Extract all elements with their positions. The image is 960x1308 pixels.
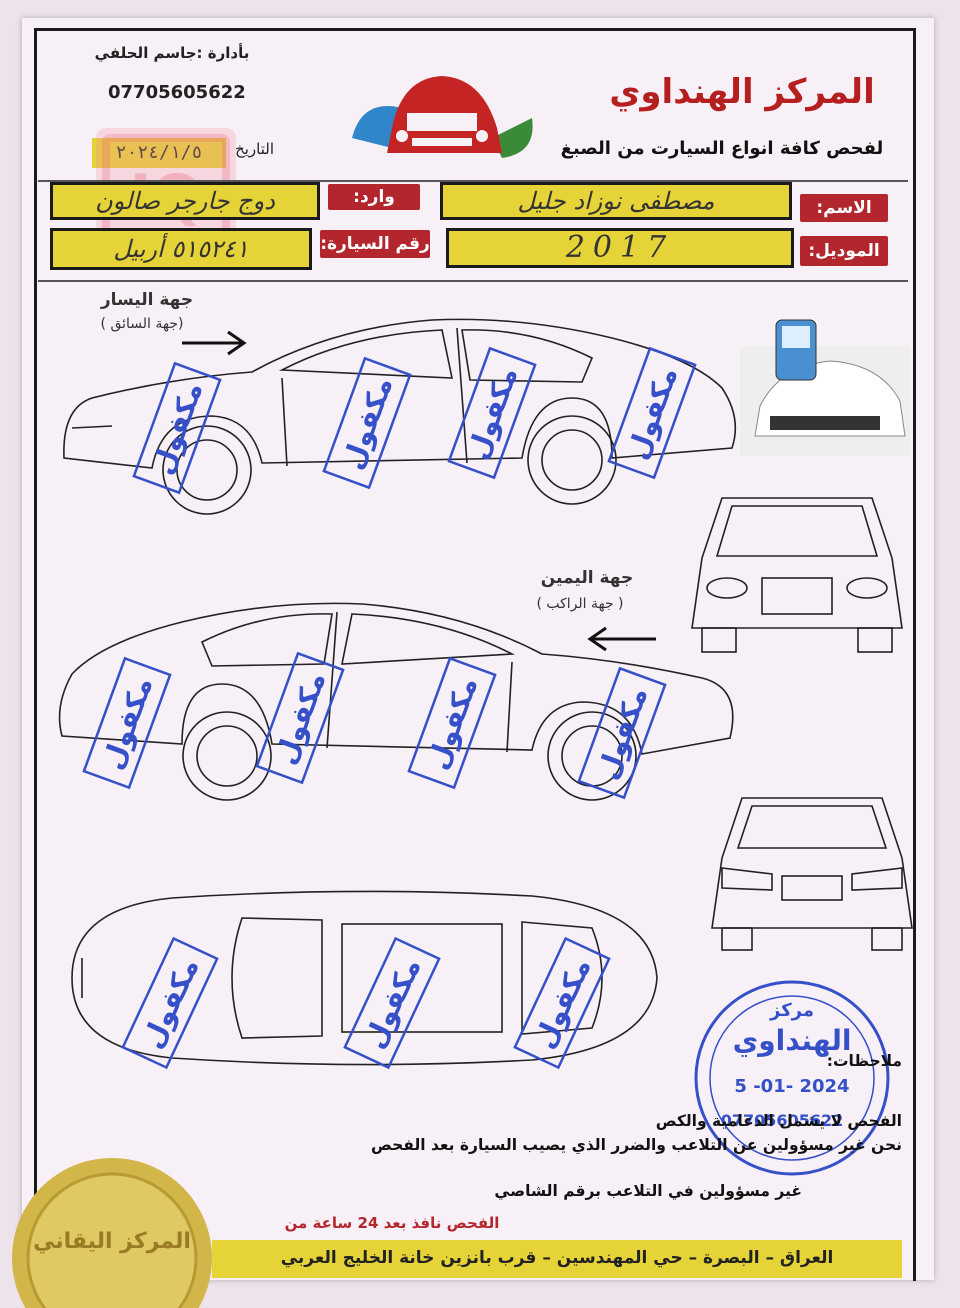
car-front-view-diagram: [691, 497, 903, 653]
source-label: وارد:: [328, 184, 420, 210]
form-border: [34, 28, 916, 1281]
left-side-title: جهة اليسار: [100, 290, 194, 310]
right-side-subtitle: ( جهة الراكب ): [536, 596, 624, 612]
fields-divider: [38, 280, 908, 282]
gold-seal-icon: المركز اليقاني: [12, 1158, 212, 1308]
address-bar: العراق – البصرة – حي المهندسين – قرب بان…: [212, 1240, 902, 1278]
center-title: المركز الهنداوي: [609, 72, 875, 112]
arrow-left-icon: [587, 626, 656, 652]
header-divider: [38, 180, 908, 182]
inspection-form: بأدارة :جاسم الحلفي 07705605622 المركز ا…: [12, 18, 934, 1308]
date-label: التاريخ: [235, 140, 274, 158]
manager-name: بأدارة :جاسم الحلفي: [94, 44, 250, 62]
note-line-3: غير مسؤولين في التلاعب برقم الشاصي: [494, 1182, 802, 1200]
left-side-subtitle: (جهة السائق ): [100, 316, 184, 332]
car-right-side-diagram: [58, 602, 734, 801]
validity-note: الفحص نافذ بعد 24 ساعة من: [284, 1214, 500, 1232]
arrow-right-icon: [182, 330, 247, 356]
note-line-1: الفحص لا يشمل الدعامية والكص: [655, 1112, 902, 1130]
car-rear-view-diagram: [711, 797, 913, 951]
car-top-view-diagram: [71, 890, 658, 1066]
center-subtitle: لفحص كافة انواع السيارت من الصبغ: [560, 138, 884, 159]
svg-text:المركز اليقاني: المركز اليقاني: [33, 1229, 191, 1254]
notes-label: ملاحظات:: [826, 1052, 902, 1070]
header-phone: 07705605622: [108, 82, 246, 103]
paint-meter-photo: [740, 319, 910, 456]
model-value: 2017: [446, 228, 794, 268]
source-value: دوج جارجر صالون: [50, 182, 320, 220]
date-value: ٢٠٢٤/١/٥: [92, 138, 226, 168]
name-label: الاسم:: [800, 194, 888, 222]
plate-label: رقم السيارة:: [320, 230, 430, 258]
car-left-side-diagram: [63, 318, 737, 515]
note-line-2: نحن غير مسؤولين عن التلاعب والضرر الذي ي…: [370, 1136, 902, 1154]
car-logo-icon: [352, 76, 533, 158]
right-side-title: جهة اليمين: [540, 568, 634, 588]
name-value: مصطفى نوزاد جليل: [440, 182, 792, 220]
model-label: الموديل:: [800, 236, 888, 266]
plate-value: ٥١٥٢٤١ أربيل: [50, 228, 312, 270]
